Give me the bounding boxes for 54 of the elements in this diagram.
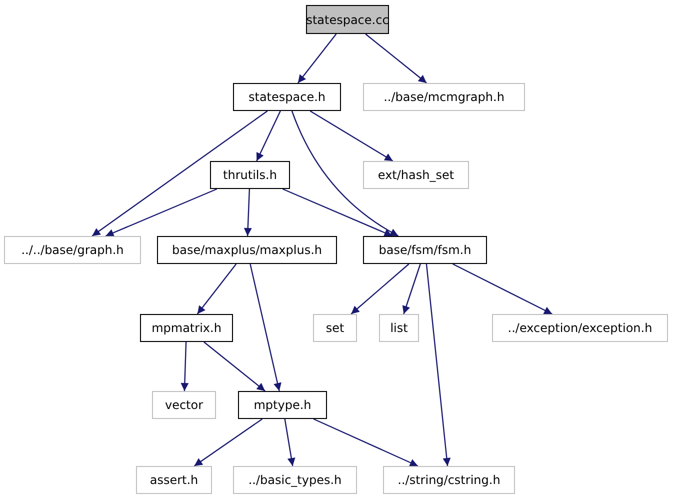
file-node	[363, 83, 525, 111]
arrow	[244, 188, 252, 236]
file-name: mpmatrix.h	[152, 321, 222, 335]
file-name: ../base/mcmgraph.h	[384, 90, 504, 104]
file-node	[152, 391, 216, 419]
file-name: thrutils.h	[223, 168, 277, 182]
arrow	[313, 418, 418, 467]
arrow	[204, 342, 266, 392]
file-name: mptype.h	[254, 398, 312, 412]
file-node	[306, 5, 389, 34]
arrow	[196, 264, 237, 314]
file-node	[379, 314, 419, 342]
arrow	[350, 264, 410, 314]
file-node	[157, 236, 337, 264]
file-node	[238, 391, 327, 419]
file-name: ../../base/graph.h	[21, 243, 124, 257]
arrow	[194, 418, 263, 466]
file-name: ext/hash_set	[378, 168, 454, 182]
file-node	[233, 83, 341, 111]
file-node	[383, 466, 515, 494]
file-node	[4, 236, 141, 264]
arrow	[297, 34, 337, 84]
file-name: base/maxplus/maxplus.h	[172, 243, 322, 257]
arrow	[426, 264, 451, 466]
arrow	[310, 110, 394, 162]
file-node	[363, 161, 469, 189]
arrow	[180, 342, 189, 392]
arrow	[452, 263, 552, 315]
arrow	[92, 110, 268, 236]
arrow	[365, 34, 427, 84]
file-name: assert.h	[150, 473, 198, 487]
file-name: list	[390, 321, 408, 335]
arrow	[284, 418, 296, 466]
file-node	[492, 314, 668, 342]
file-node	[233, 466, 357, 494]
file-node	[140, 314, 233, 342]
file-node	[210, 161, 290, 189]
arrow	[402, 264, 421, 314]
file-name: ../basic_types.h	[248, 473, 342, 487]
arrow	[291, 110, 399, 237]
file-node	[363, 236, 487, 264]
file-name: statespace.cc	[306, 12, 389, 26]
file-node	[313, 314, 357, 342]
arrow	[250, 264, 282, 392]
file-name: base/fsm/fsm.h	[378, 243, 472, 257]
file-name: statespace.h	[248, 90, 326, 104]
file-node	[136, 466, 212, 494]
arrow	[282, 188, 393, 237]
file-name: vector	[164, 398, 204, 412]
file-name: ../exception/exception.h	[508, 321, 652, 335]
file-name: set	[326, 321, 344, 335]
arrow	[105, 188, 218, 237]
arrow	[256, 110, 281, 162]
file-name: ../string/cstring.h	[398, 473, 500, 487]
